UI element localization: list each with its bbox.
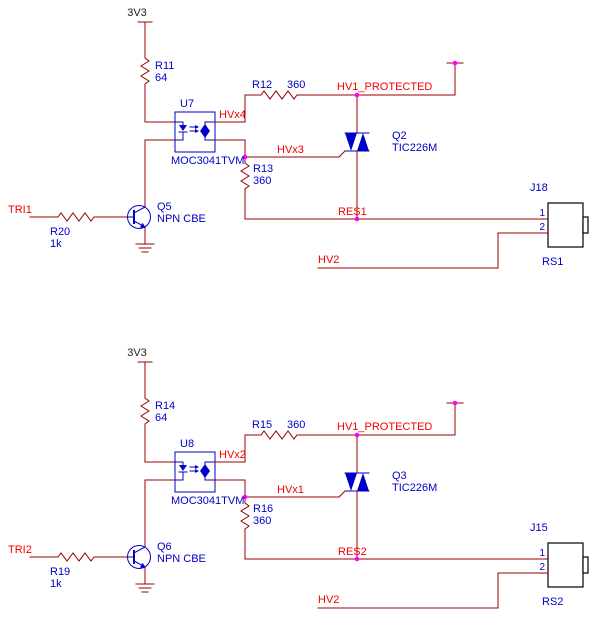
circuit-1-labels: 3V3 R11 64 U7 MOC3041TVM HVx4 R12 360 HV…: [8, 7, 563, 268]
net-label-input: TRI1: [8, 204, 32, 216]
opto-part-number: MOC3041TVM: [171, 495, 244, 507]
connector-name: RS1: [542, 256, 563, 268]
transistor-ref: Q6: [157, 541, 172, 553]
net-label-hvx-bottom: HVx3: [277, 144, 304, 156]
connector-ref: J15: [530, 522, 548, 534]
pin-number-2: 2: [539, 222, 545, 233]
pullup-resistor-ref: R14: [155, 400, 175, 412]
gate-resistor-value: 360: [253, 175, 271, 187]
power-net-label: 3V3: [127, 347, 147, 359]
circuit-2-artwork: [30, 362, 588, 608]
opto-ref: U8: [180, 438, 194, 450]
connector-ref: J18: [530, 182, 548, 194]
pullup-resistor-value: 64: [155, 72, 167, 84]
series-resistor-ref: R12: [252, 79, 272, 91]
connector-name: RS2: [542, 596, 563, 608]
transistor-ref: Q5: [157, 201, 172, 213]
pullup-resistor-value: 64: [155, 412, 167, 424]
net-label-hvx-top: HVx2: [219, 449, 246, 461]
opto-ref: U7: [180, 98, 194, 110]
opto-part-number: MOC3041TVM: [171, 155, 244, 167]
gate-resistor-ref: R13: [253, 163, 273, 175]
power-net-label: 3V3: [127, 7, 147, 19]
series-resistor-value: 360: [287, 419, 305, 431]
transistor-part: NPN CBE: [157, 553, 206, 565]
circuit-2-labels: 3V3 R14 64 U8 MOC3041TVM HVx2 R15 360 HV…: [8, 347, 563, 608]
triac-part-number: TIC226M: [392, 142, 437, 154]
pin-number-1: 1: [539, 548, 545, 559]
net-label-hv2: HV2: [318, 594, 339, 606]
circuit-1-artwork: [30, 22, 588, 268]
triac-part-number: TIC226M: [392, 482, 437, 494]
net-label-res: RES1: [338, 206, 367, 218]
base-resistor-ref: R19: [50, 566, 70, 578]
gate-resistor-ref: R16: [253, 503, 273, 515]
gate-resistor-value: 360: [253, 515, 271, 527]
base-resistor-ref: R20: [50, 226, 70, 238]
triac-ref: Q2: [392, 130, 407, 142]
series-resistor-ref: R15: [252, 419, 272, 431]
net-label-hv1-protected: HV1_PROTECTED: [337, 421, 432, 433]
net-label-hvx-bottom: HVx1: [277, 484, 304, 496]
transistor-part: NPN CBE: [157, 213, 206, 225]
net-label-hv2: HV2: [318, 254, 339, 266]
base-resistor-value: 1k: [50, 578, 62, 590]
pullup-resistor-ref: R11: [155, 60, 174, 72]
net-label-hv1-protected: HV1_PROTECTED: [337, 81, 432, 93]
net-label-hvx-top: HVx4: [219, 109, 246, 121]
net-label-input: TRI2: [8, 544, 32, 556]
series-resistor-value: 360: [287, 79, 305, 91]
pin-number-2: 2: [539, 562, 545, 573]
pin-number-1: 1: [539, 208, 545, 219]
net-label-res: RES2: [338, 546, 367, 558]
triac-ref: Q3: [392, 470, 407, 482]
base-resistor-value: 1k: [50, 238, 62, 250]
